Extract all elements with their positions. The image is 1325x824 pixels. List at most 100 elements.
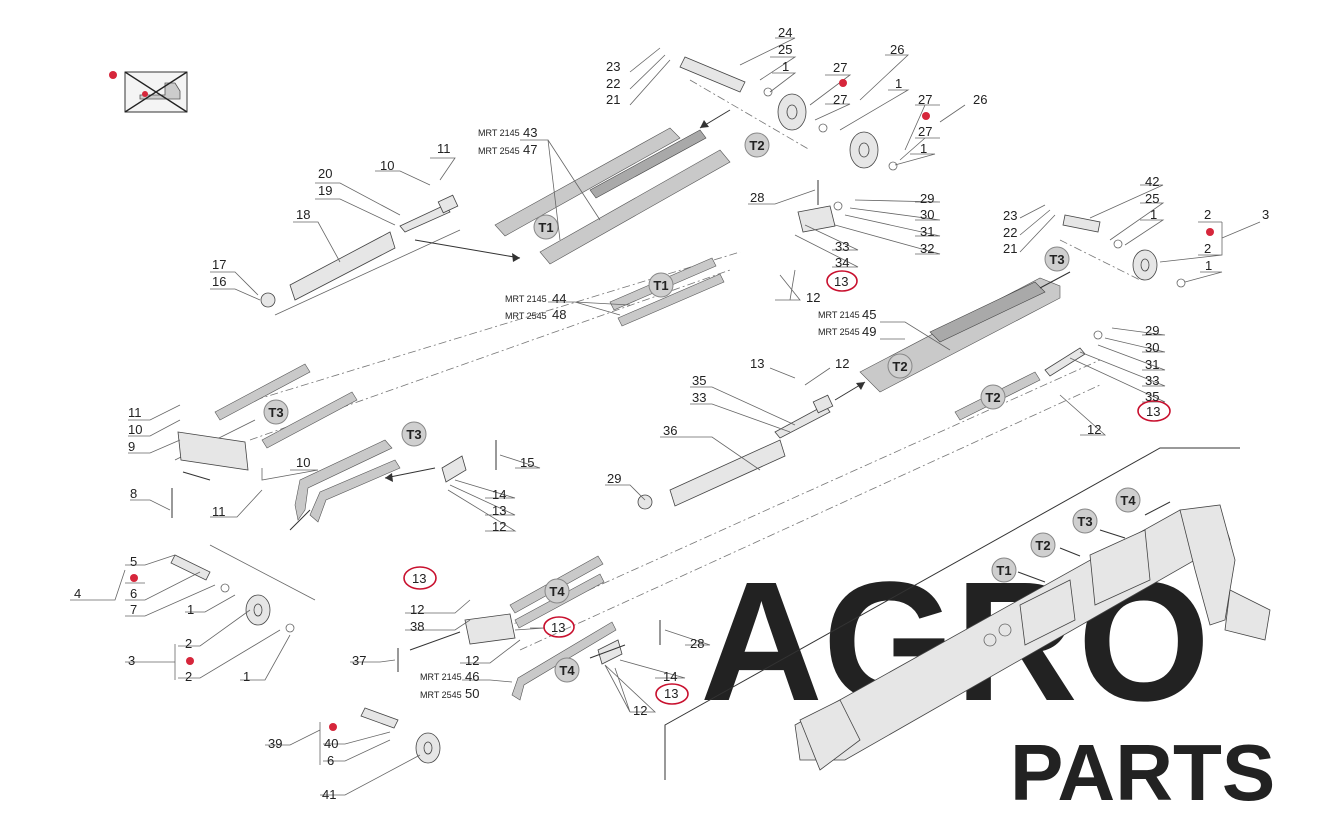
callout-1: 1 — [782, 59, 789, 74]
spacer-stack-36 — [669, 439, 786, 507]
callout-22: 22 — [1003, 225, 1017, 240]
mrt-2545-label: MRT 2545 — [505, 311, 547, 321]
callout-38: 38 — [410, 619, 424, 634]
callout-48: 48 — [552, 307, 566, 322]
section-label-t3: T3 — [1077, 514, 1092, 529]
callout-26: 26 — [890, 42, 904, 57]
callout-27: 27 — [918, 92, 932, 107]
callout-31: 31 — [920, 224, 934, 239]
leader-lines — [70, 37, 1261, 796]
section-labels: T1 T1 T2 T3 T2 T2 T3 T3 T4 T4 T4 T3 T2 T… — [263, 132, 1141, 683]
callout-13: 13 — [551, 620, 565, 635]
chain-t3-left — [214, 363, 358, 449]
callout-36: 36 — [663, 423, 677, 438]
clamp-14b — [597, 639, 623, 665]
nut-16 — [260, 292, 276, 308]
callout-33: 33 — [835, 239, 849, 254]
watermark-parts: PARTS — [1010, 728, 1275, 817]
tensioner-rod-35 — [774, 404, 831, 439]
pin-24 — [679, 56, 746, 93]
callout-10: 10 — [128, 422, 142, 437]
block-32 — [797, 205, 836, 233]
pin-42 — [1062, 214, 1101, 233]
arrows — [182, 109, 1171, 659]
chain-t1-upper — [494, 127, 731, 265]
callout-13: 13 — [664, 686, 678, 701]
callout-27: 27 — [833, 92, 847, 107]
callout-6: 6 — [327, 753, 334, 768]
callout-9: 9 — [128, 439, 135, 454]
callout-43: 43 — [523, 125, 537, 140]
callout-17: 17 — [212, 257, 226, 272]
callout-18: 18 — [296, 207, 310, 222]
callout-33: 33 — [1145, 373, 1159, 388]
section-label-t2: T2 — [1035, 538, 1050, 553]
mrt-2545-label: MRT 2545 — [420, 690, 462, 700]
section-label-t4: T4 — [559, 663, 575, 678]
section-label-t2: T2 — [985, 390, 1000, 405]
callout-46: 46 — [465, 669, 479, 684]
callout-1: 1 — [920, 141, 927, 156]
section-label-t3: T3 — [406, 427, 421, 442]
clamp-14a — [441, 455, 467, 483]
callout-3: 3 — [1262, 207, 1269, 222]
callout-14: 14 — [492, 487, 506, 502]
callout-2: 2 — [1204, 207, 1211, 222]
callout-2: 2 — [1204, 241, 1211, 256]
callout-23: 23 — [1003, 208, 1017, 223]
mrt-2145-label: MRT 2145 — [420, 672, 462, 682]
callout-25: 25 — [1145, 191, 1159, 206]
callout-37: 37 — [352, 653, 366, 668]
callout-12: 12 — [465, 653, 479, 668]
section-label-t2: T2 — [892, 359, 907, 374]
callout-13: 13 — [750, 356, 764, 371]
callout-21: 21 — [606, 92, 620, 107]
callout-22: 22 — [606, 76, 620, 91]
callout-13: 13 — [1146, 404, 1160, 419]
callout-31: 31 — [1145, 357, 1159, 372]
callout-40: 40 — [324, 736, 338, 751]
callout-7: 7 — [130, 602, 137, 617]
section-label-t4: T4 — [1120, 493, 1136, 508]
callout-10: 10 — [380, 158, 394, 173]
callout-24: 24 — [778, 25, 792, 40]
callout-1: 1 — [243, 669, 250, 684]
section-label-t1: T1 — [538, 220, 553, 235]
callout-11: 11 — [437, 141, 451, 156]
callout-11: 11 — [212, 504, 226, 519]
callout-35: 35 — [1145, 389, 1159, 404]
callout-41: 41 — [322, 787, 336, 802]
callout-45: 45 — [862, 307, 876, 322]
watermark: AGRO PARTS — [700, 547, 1275, 817]
callout-26: 26 — [973, 92, 987, 107]
rollers — [245, 93, 1158, 764]
not-supplied-marker — [109, 71, 188, 113]
callout-6: 6 — [130, 586, 137, 601]
truck-shape-icon — [139, 82, 181, 100]
callout-44: 44 — [552, 291, 566, 306]
section-label-t3: T3 — [1049, 252, 1064, 267]
callout-8: 8 — [130, 486, 137, 501]
mrt-labels: MRT 2145 MRT 2545 MRT 2145 MRT 2545 MRT … — [420, 128, 860, 700]
callout-13: 13 — [834, 274, 848, 289]
section-label-t3: T3 — [268, 405, 283, 420]
red-dot-icon — [109, 71, 117, 79]
callout-5: 5 — [130, 554, 137, 569]
chain-t3-loop — [294, 439, 401, 523]
boom-assembly — [794, 504, 1271, 771]
mrt-2145-label: MRT 2145 — [818, 310, 860, 320]
callout-1: 1 — [895, 76, 902, 91]
mrt-2145-label: MRT 2145 — [478, 128, 520, 138]
spacer-stack-18 — [289, 231, 396, 301]
callout-50: 50 — [465, 686, 479, 701]
callout-15: 15 — [520, 455, 534, 470]
callout-30: 30 — [920, 207, 934, 222]
section-label-t1: T1 — [653, 278, 668, 293]
section-label-t1: T1 — [996, 563, 1011, 578]
mrt-2545-label: MRT 2545 — [478, 146, 520, 156]
callout-3: 3 — [128, 653, 135, 668]
red-dots — [130, 79, 1214, 731]
pin-5 — [170, 554, 211, 581]
callout-1: 1 — [187, 602, 194, 617]
